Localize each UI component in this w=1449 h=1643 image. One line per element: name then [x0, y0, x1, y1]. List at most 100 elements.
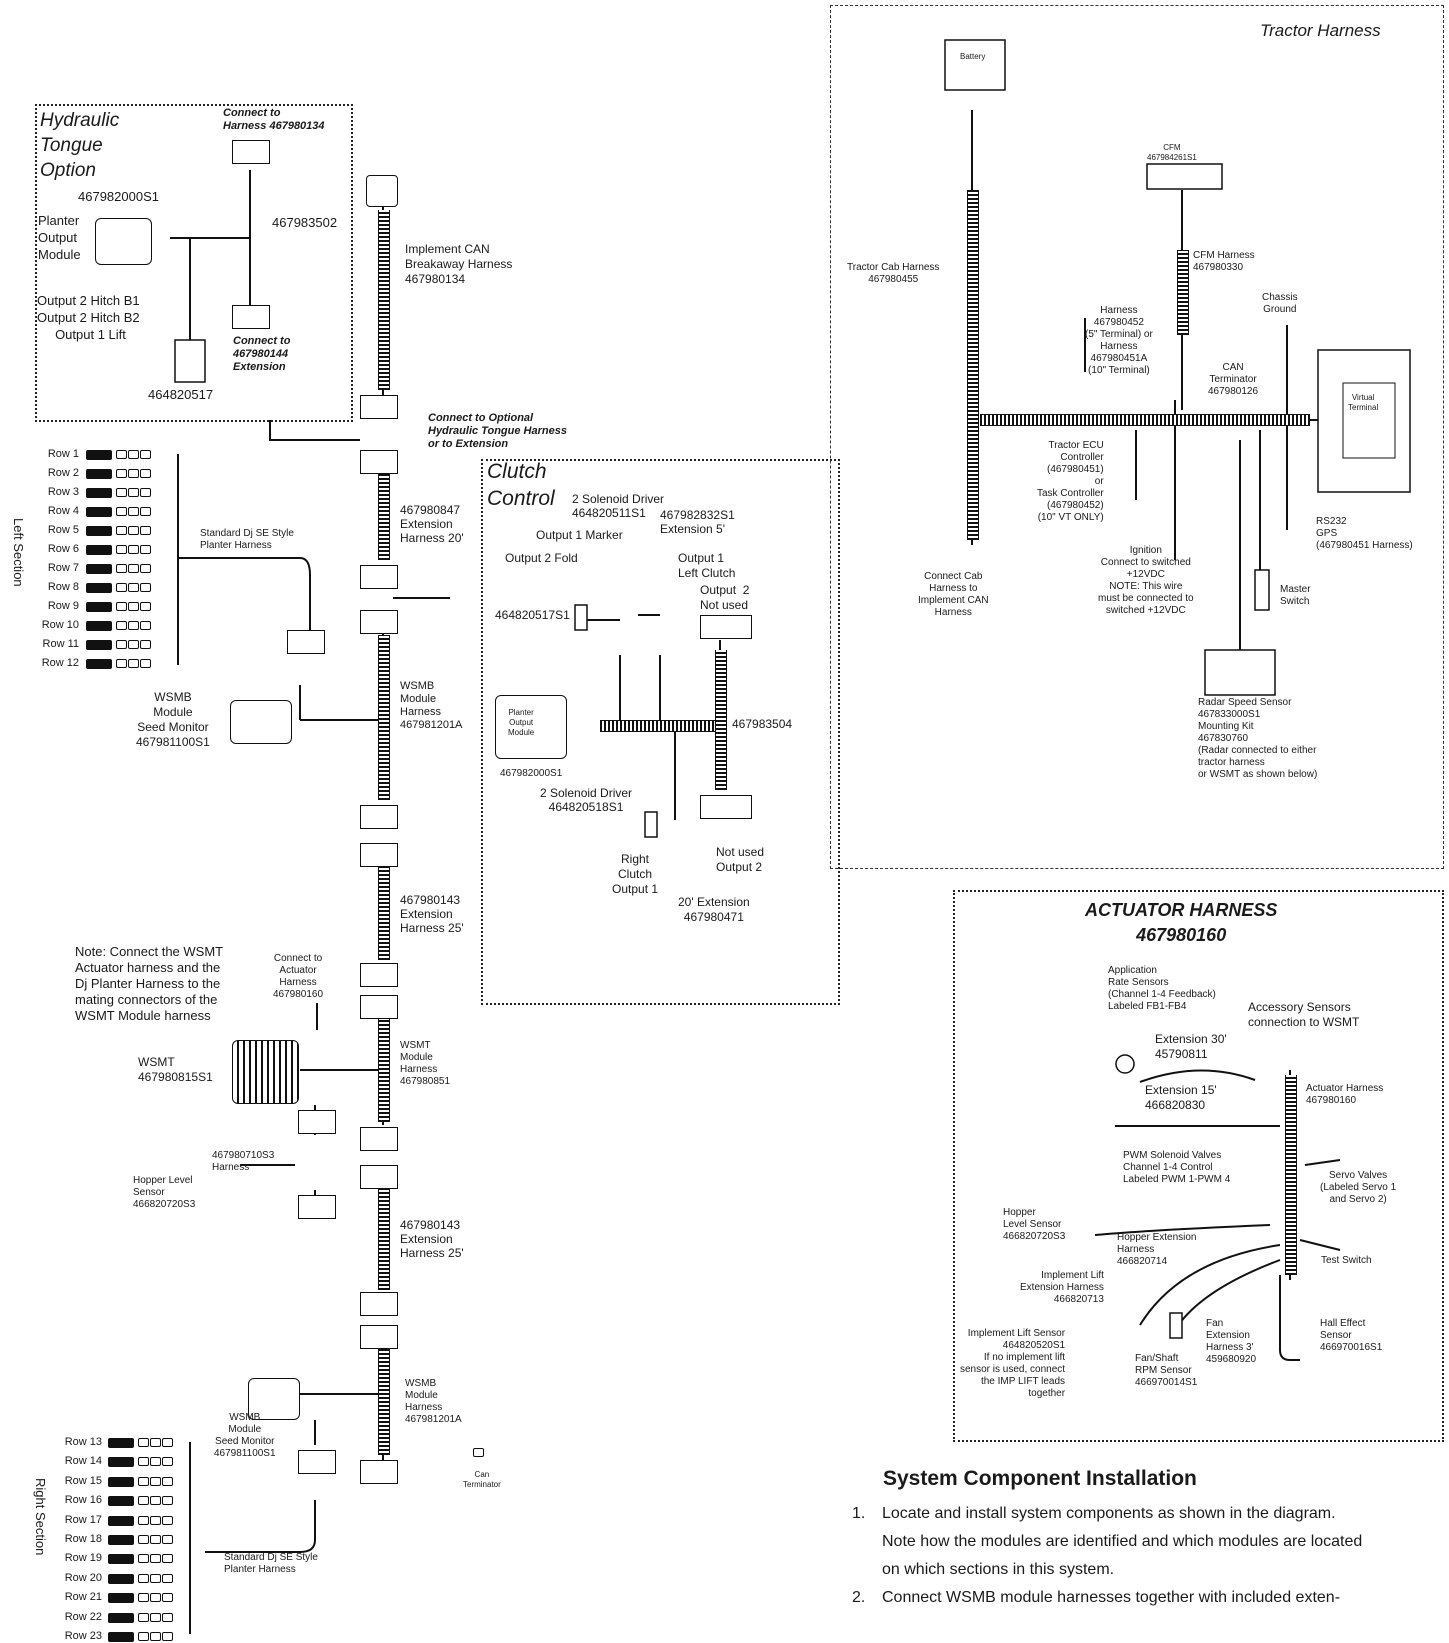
clutch-control-box	[481, 459, 840, 1005]
ignition-label: Ignition Connect to switched +12VDC NOTE…	[1098, 545, 1194, 616]
connector-g	[360, 963, 398, 987]
clutch-out2-notused: Output 2 Not used	[700, 583, 750, 612]
connector-k	[360, 1292, 398, 1316]
right-row-label: Row 16	[64, 1494, 102, 1507]
right-row-plug	[138, 1632, 149, 1641]
clutch-driver2: 2 Solenoid Driver 464820518S1	[540, 786, 633, 814]
tractor-cab-cable	[967, 190, 979, 540]
left-row-plug	[140, 621, 151, 630]
left-wsmb-label: WSMB Module Seed Monitor 467981100S1	[136, 690, 210, 749]
left-row-plug	[140, 640, 151, 649]
cab-harness-label: Tractor Cab Harness 467980455	[847, 262, 940, 285]
right-row-plug	[150, 1535, 161, 1544]
right-row-plug	[150, 1457, 161, 1467]
right-row-connector	[108, 1515, 134, 1526]
right-row-connector	[108, 1573, 134, 1584]
left-row-plug	[128, 545, 139, 554]
wsmt-splitter-a	[298, 1110, 336, 1134]
wsmt-connect-actuator: Connect to Actuator Harness 467980160	[273, 953, 324, 1000]
right-row-connector	[108, 1457, 134, 1468]
wsmb-harness2-label: WSMB Module Harness 467981201A	[405, 1378, 462, 1425]
right-row-plug	[162, 1632, 173, 1641]
clutch-connector-top	[700, 615, 752, 639]
clutch-valve: 464820517S1	[495, 608, 570, 622]
clutch-ext5: 467982832S1 Extension 5'	[660, 508, 735, 536]
clutch-planter-output-module	[495, 695, 567, 759]
left-row-plug	[128, 488, 139, 497]
connector-b	[360, 450, 398, 474]
left-row-plug	[116, 469, 127, 478]
cfm-harness-cable	[1177, 250, 1189, 335]
left-row-plug	[140, 507, 151, 516]
hyd-module-part: 467982000S1	[78, 189, 159, 204]
left-row-connector	[86, 564, 112, 574]
left-row-connector	[86, 659, 112, 669]
right-row-connector	[108, 1438, 134, 1448]
wsmt-module-label: WSMT 467980815S1	[138, 1055, 213, 1084]
right-row-plug	[150, 1632, 161, 1641]
right-row-connector	[108, 1496, 134, 1507]
can-connector	[366, 175, 398, 207]
right-row-connector	[108, 1612, 134, 1623]
left-row-plug	[116, 621, 127, 630]
harness452-label: Harness 467980452 (5" Terminal) or Harne…	[1085, 305, 1153, 376]
right-row-plug	[138, 1612, 149, 1622]
right-row-plug	[150, 1554, 161, 1564]
left-row-connector	[86, 507, 112, 517]
right-row-label: Row 14	[64, 1455, 102, 1468]
right-row-plug	[150, 1438, 161, 1447]
connector-l	[360, 1325, 398, 1349]
left-row-label: Row 2	[47, 467, 79, 479]
left-splitter	[287, 630, 325, 654]
left-row-label: Row 11	[42, 638, 79, 650]
left-row-label: Row 10	[41, 619, 79, 631]
ext20-label: 467980847 Extension Harness 20'	[400, 503, 464, 545]
connector-f	[360, 843, 398, 867]
right-row-plug	[150, 1515, 161, 1525]
left-row-plug	[116, 526, 127, 535]
virtual-terminal-label: Virtual Terminal	[1348, 393, 1379, 412]
right-row-plug	[150, 1496, 161, 1506]
left-row-plug	[116, 450, 127, 459]
right-row-label: Row 23	[64, 1630, 102, 1642]
left-row-plug	[128, 507, 139, 516]
right-row-plug	[162, 1457, 173, 1467]
wsmt-harness-cable	[378, 1012, 390, 1122]
tractor-title: Tractor Harness	[1260, 21, 1381, 40]
connector-d	[360, 610, 398, 634]
connector-a	[360, 395, 398, 419]
clutch-harness: 467983504	[732, 717, 793, 731]
wsmt-module	[232, 1040, 299, 1104]
clutch-not-used2: Not used Output 2	[716, 845, 765, 874]
hopper-ext-label: Hopper Extension Harness 466820714	[1117, 1232, 1197, 1267]
connector-m	[360, 1460, 398, 1484]
left-row-plug	[116, 564, 127, 573]
install-steps: 1.Locate and install system components a…	[852, 1500, 1442, 1612]
right-row-label: Row 17	[64, 1513, 102, 1526]
clutch-title: Clutch Control	[487, 460, 555, 510]
left-row-plug	[128, 621, 139, 630]
extension-25b-cable	[378, 1185, 390, 1290]
hyd-harness-part: 467983502	[272, 215, 338, 230]
right-row-plug	[138, 1593, 149, 1603]
left-section-label: Left Section	[11, 518, 26, 587]
left-row-connector	[86, 621, 112, 631]
extension-25a-cable	[378, 855, 390, 960]
right-row-plug	[138, 1476, 149, 1486]
left-row-plug	[128, 640, 139, 649]
can-terminator-label: Can Terminator	[463, 1470, 501, 1489]
act-hopper-sensor: Hopper Level Sensor 466820720S3	[1003, 1207, 1066, 1242]
left-row-label: Row 4	[47, 505, 79, 517]
wsmt-splitter-b	[298, 1195, 336, 1219]
left-row-label: Row 1	[47, 448, 79, 460]
install-step-1b: Note how the modules are identified and …	[882, 1533, 1363, 1550]
ext25b-label: 467980143 Extension Harness 25'	[400, 1218, 464, 1260]
master-switch-label: Master Switch	[1280, 584, 1311, 607]
right-row-connector	[108, 1593, 134, 1604]
act-harness-label: Actuator Harness 467980160	[1306, 1083, 1384, 1106]
clutch-ext20: 20' Extension 467980471	[678, 895, 750, 924]
wsmb-harness2-cable	[378, 1345, 390, 1455]
left-row-label: Row 6	[47, 543, 79, 555]
right-splitter	[298, 1450, 336, 1474]
